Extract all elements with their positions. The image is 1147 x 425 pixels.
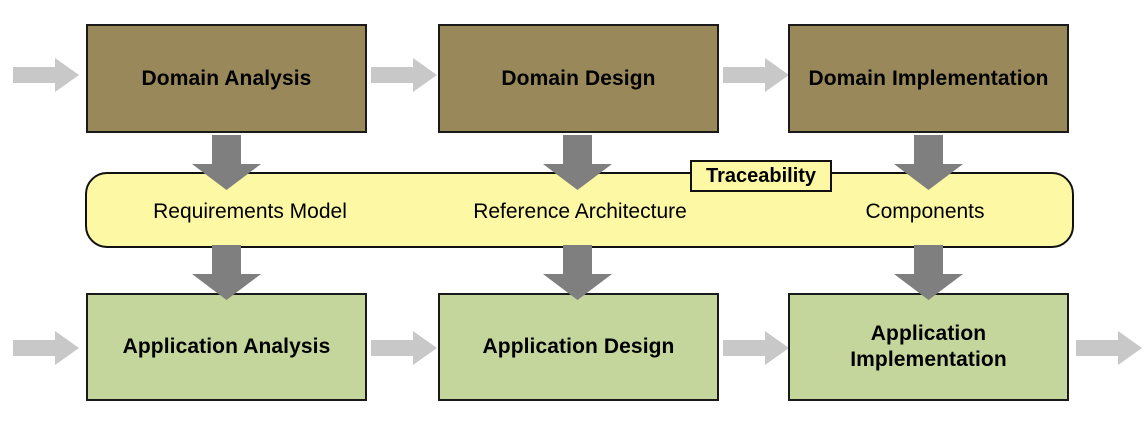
process-box-application-analysis[interactable]: Application Analysis bbox=[86, 293, 367, 401]
process-box-application-implementation[interactable]: Application Implementation bbox=[788, 293, 1069, 401]
process-box-domain-analysis[interactable]: Domain Analysis bbox=[86, 24, 367, 133]
entry-application-arrow bbox=[13, 331, 79, 365]
process-box-label: Domain Analysis bbox=[141, 66, 312, 90]
asset-label-components: Components bbox=[760, 200, 1090, 224]
process-box-label: Application Design bbox=[482, 335, 675, 359]
process-box-label: Application Implementation bbox=[850, 322, 1007, 371]
domain-design-to-implementation-arrow bbox=[723, 58, 789, 92]
process-box-label: Domain Design bbox=[501, 66, 656, 90]
traceability-callout[interactable]: Traceability bbox=[690, 160, 832, 192]
process-box-domain-implementation[interactable]: Domain Implementation bbox=[788, 24, 1069, 133]
architecture-to-application-design-arrow bbox=[543, 245, 612, 300]
domain-analysis-to-requirements-arrow bbox=[192, 135, 261, 190]
process-box-domain-design[interactable]: Domain Design bbox=[438, 24, 719, 133]
process-box-label: Domain Implementation bbox=[808, 66, 1049, 90]
entry-domain-arrow bbox=[13, 58, 79, 92]
domain-design-to-architecture-arrow bbox=[543, 135, 612, 190]
process-box-label: Application Analysis bbox=[122, 335, 331, 359]
process-box-application-design[interactable]: Application Design bbox=[438, 293, 719, 401]
asset-label-text: Components bbox=[865, 200, 985, 223]
application-design-to-implementation-arrow bbox=[723, 331, 789, 365]
domain-analysis-to-design-arrow bbox=[371, 58, 437, 92]
asset-label-reference-architecture: Reference Architecture bbox=[415, 200, 745, 224]
asset-label-text: Reference Architecture bbox=[473, 200, 687, 223]
components-to-application-implementation-arrow bbox=[894, 245, 963, 300]
asset-label-requirements-model: Requirements Model bbox=[85, 200, 415, 224]
asset-label-text: Requirements Model bbox=[153, 200, 347, 223]
requirements-to-application-analysis-arrow bbox=[192, 245, 261, 300]
domain-implementation-to-components-arrow bbox=[894, 135, 963, 190]
traceability-label: Traceability bbox=[705, 164, 817, 187]
exit-application-arrow bbox=[1076, 331, 1142, 365]
application-analysis-to-design-arrow bbox=[371, 331, 437, 365]
